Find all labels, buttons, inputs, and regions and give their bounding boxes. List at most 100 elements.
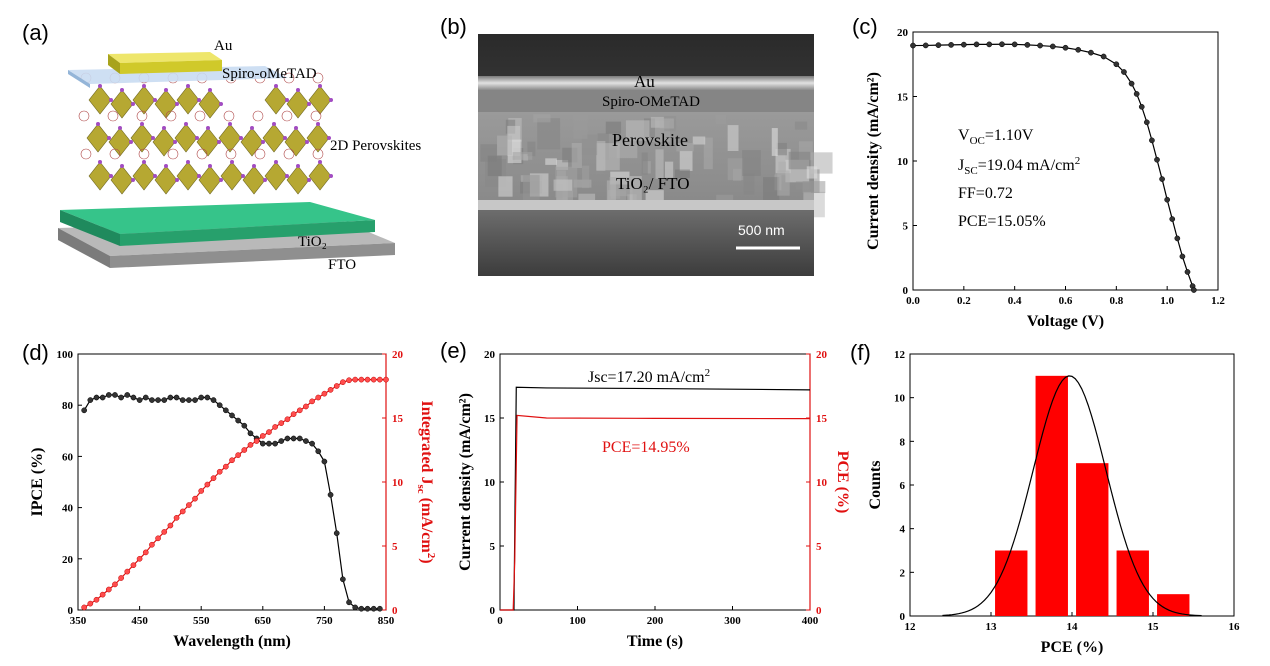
fto-layer-front — [110, 243, 395, 268]
jv-data-point — [1113, 61, 1120, 68]
sem-grain — [573, 114, 588, 139]
histogram-bar — [1157, 594, 1190, 616]
y-tick-label: 6 — [900, 480, 906, 492]
jv-data-point — [1075, 46, 1082, 53]
organic-spacer-ring — [80, 148, 92, 160]
y-tick-label: 0 — [900, 611, 906, 623]
sem-grain — [545, 158, 557, 165]
jsc-annotation: JSC=19.04 mA/cm2 — [958, 155, 1080, 177]
ipce-data-point — [155, 397, 161, 403]
integrated-jsc-data-point — [241, 447, 248, 453]
y2-tick-label: 15 — [392, 413, 404, 425]
atom-dot — [175, 178, 179, 182]
device-schematic: Au Spiro-oMeTAD 2D Perovskites TiO₂ FTO — [58, 38, 421, 273]
sem-grain — [596, 143, 620, 171]
integrated-jsc-data-point — [222, 463, 229, 470]
sem-grain — [692, 136, 706, 145]
sem-grain — [582, 165, 590, 189]
sem-grain — [771, 128, 778, 156]
integrated-jsc-data-point — [99, 591, 106, 598]
ipce-data-point — [333, 530, 340, 537]
integrated-jsc-data-point — [136, 555, 143, 562]
sem-grain — [512, 152, 533, 160]
integrated-jsc-data-point — [284, 416, 291, 423]
atom-dot — [316, 122, 320, 126]
perovskite-octahedron — [220, 161, 244, 191]
atom-dot — [272, 122, 276, 126]
atom-dot — [98, 160, 102, 164]
histogram-bar — [1035, 375, 1068, 616]
sem-au-label: Au — [634, 72, 655, 91]
integrated-jsc-data-point — [358, 376, 365, 383]
tio2-layer-left — [60, 210, 120, 246]
sem-grain — [742, 150, 761, 176]
organic-spacer-ring — [225, 148, 237, 160]
atom-dot — [131, 102, 135, 106]
jv-data-point — [999, 41, 1005, 48]
sem-grain — [553, 179, 573, 191]
sem-grain — [794, 121, 808, 130]
integrated-jsc-data-point — [346, 377, 352, 384]
atom-dot — [162, 126, 166, 130]
gaussian-fit-curve — [942, 375, 1202, 617]
y-tick-label: 4 — [900, 524, 906, 536]
atom-dot — [98, 84, 102, 88]
y-tick-label: 60 — [62, 451, 74, 463]
y2-tick-label: 20 — [816, 349, 828, 361]
atom-dot — [197, 98, 201, 102]
atom-dot — [175, 102, 179, 106]
sem-grain — [533, 114, 551, 123]
ipce-data-point — [284, 435, 291, 442]
integrated-jsc-data-point — [161, 529, 168, 535]
atom-dot — [296, 88, 300, 92]
ipce-data-point — [358, 605, 365, 612]
perovskite-octahedra — [78, 72, 333, 195]
ipce-data-point — [346, 599, 352, 606]
pce-line — [500, 414, 811, 611]
atom-dot — [129, 140, 133, 144]
y-tick-label: 100 — [57, 349, 74, 361]
atom-dot — [318, 160, 322, 164]
atom-dot — [186, 84, 190, 88]
jv-data-point — [1138, 103, 1145, 110]
atom-dot — [195, 136, 199, 140]
integrated-jsc-data-point — [327, 386, 334, 393]
perovskite-octahedron — [88, 85, 112, 115]
sem-grain — [776, 142, 787, 156]
y-tick-label: 5 — [490, 541, 496, 553]
au-layer-front — [120, 60, 222, 74]
jv-data-point — [910, 42, 916, 49]
integrated-jsc-data-point — [81, 604, 88, 611]
histogram-bar — [995, 550, 1028, 616]
ipce-data-point — [278, 438, 285, 444]
integrated-jsc-data-point — [87, 600, 94, 607]
fto-layer-left — [58, 228, 110, 268]
x-axis-label: Voltage (V) — [1027, 313, 1104, 330]
ipce-data-point — [303, 438, 309, 444]
atom-dot — [140, 122, 144, 126]
organic-spacer-ring — [310, 110, 322, 122]
y-tick-label: 0 — [68, 605, 74, 617]
perovskite-octahedron — [264, 161, 288, 191]
jv-data-point — [1088, 49, 1094, 56]
ipce-data-point — [81, 407, 88, 414]
y2-label-close: ) — [418, 558, 435, 563]
sem-spiro-label: Spiro-OMeTAD — [602, 94, 700, 110]
pce-annotation: PCE=15.05% — [958, 213, 1046, 230]
atom-dot — [142, 84, 146, 88]
ipce-data-point — [309, 440, 315, 447]
x-tick-label: 400 — [802, 615, 819, 627]
atom-dot — [307, 178, 311, 182]
integrated-jsc-data-point — [112, 581, 118, 588]
atom-dot — [109, 98, 113, 102]
ipce-data-point — [93, 394, 100, 401]
jv-data-point — [1128, 80, 1135, 87]
voc-value: =1.10V — [985, 127, 1034, 144]
atom-dot — [252, 164, 256, 168]
ipce-data-point — [222, 407, 229, 414]
integrated-jsc-data-point — [352, 376, 359, 383]
sem-grain — [676, 142, 694, 152]
integrated-jsc-data-point — [321, 390, 328, 397]
ipce-data-point — [173, 394, 180, 401]
jv-data-point — [935, 42, 942, 49]
